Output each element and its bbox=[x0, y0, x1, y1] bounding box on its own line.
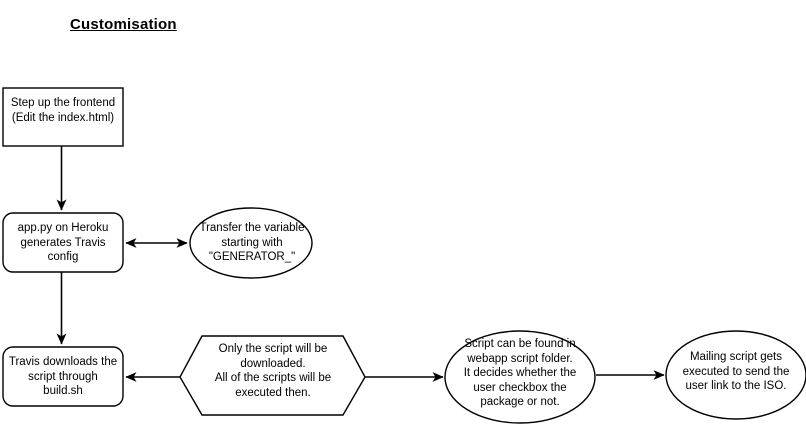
node-script-found-shape[interactable] bbox=[444, 330, 596, 424]
node-apppy-shape[interactable] bbox=[2, 212, 124, 273]
node-frontend-shape[interactable] bbox=[2, 87, 124, 147]
node-transfer-shape[interactable] bbox=[189, 207, 313, 279]
node-travis-shape[interactable] bbox=[2, 346, 124, 407]
node-mailing-shape[interactable] bbox=[665, 330, 806, 420]
page-title: Customisation bbox=[70, 16, 177, 33]
node-script-only-shape[interactable] bbox=[179, 335, 366, 416]
